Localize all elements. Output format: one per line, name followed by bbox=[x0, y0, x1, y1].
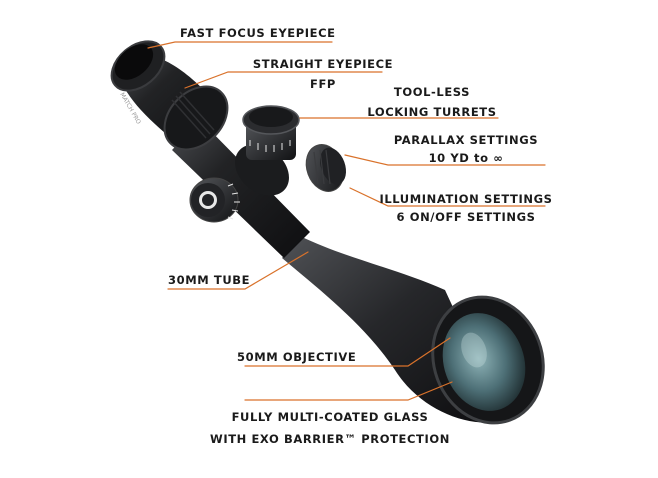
callout-illumination-line2: 6 ON/OFF SETTINGS bbox=[396, 210, 536, 224]
callout-glass-line1: FULLY MULTI-COATED GLASS bbox=[231, 410, 429, 424]
windage-turret-ticks bbox=[227, 183, 240, 220]
power-ring-ribs bbox=[171, 91, 215, 139]
callout-straight-eyepiece-line1: STRAIGHT EYEPIECE bbox=[252, 57, 394, 71]
leader-fast-focus bbox=[147, 41, 333, 49]
leader-tube bbox=[167, 251, 309, 290]
callout-parallax-line2: 10 YD to ∞ bbox=[428, 151, 504, 165]
eyepiece-rear-opening bbox=[114, 44, 154, 80]
callout-locking-turrets-line1: TOOL-LESS bbox=[393, 85, 471, 99]
leader-objective bbox=[244, 337, 451, 367]
callout-30mm-tube: 30MM TUBE bbox=[168, 273, 251, 287]
callout-straight-eyepiece: STRAIGHT EYEPIECE FFP bbox=[253, 57, 393, 91]
callout-fast-focus-eyepiece: FAST FOCUS EYEPIECE bbox=[180, 26, 336, 40]
callout-multi-coated-glass: FULLY MULTI-COATED GLASS WITH EXO BARRIE… bbox=[210, 410, 450, 446]
callout-illumination-settings: ILLUMINATION SETTINGS 6 ON/OFF SETTINGS bbox=[379, 192, 552, 224]
callout-parallax-line1: PARALLAX SETTINGS bbox=[393, 133, 539, 147]
callout-parallax-settings: PARALLAX SETTINGS 10 YD to ∞ bbox=[394, 133, 538, 165]
elevation-turret-ticks bbox=[249, 140, 291, 152]
parallax-turret-ribs bbox=[313, 149, 331, 185]
callout-glass-line2: WITH EXO BARRIER™ PROTECTION bbox=[210, 432, 450, 446]
leader-glass bbox=[244, 381, 453, 401]
callout-leader-lines bbox=[147, 41, 546, 401]
objective-lens-glare bbox=[461, 332, 487, 368]
leader-illumination bbox=[349, 187, 546, 207]
callout-locking-turrets: TOOL-LESS LOCKING TURRETS bbox=[367, 85, 496, 119]
main-tube bbox=[172, 120, 310, 258]
callout-locking-turrets-line2: LOCKING TURRETS bbox=[367, 105, 497, 119]
callout-illumination-line1: ILLUMINATION SETTINGS bbox=[379, 192, 553, 206]
objective-lens bbox=[442, 313, 526, 411]
callout-50mm-objective: 50MM OBJECTIVE bbox=[237, 350, 357, 364]
leader-parallax bbox=[344, 154, 546, 166]
callout-straight-eyepiece-line2: FFP bbox=[310, 77, 336, 91]
leader-straight-eyepiece bbox=[184, 71, 383, 89]
elevation-turret-cap-top bbox=[249, 107, 293, 127]
